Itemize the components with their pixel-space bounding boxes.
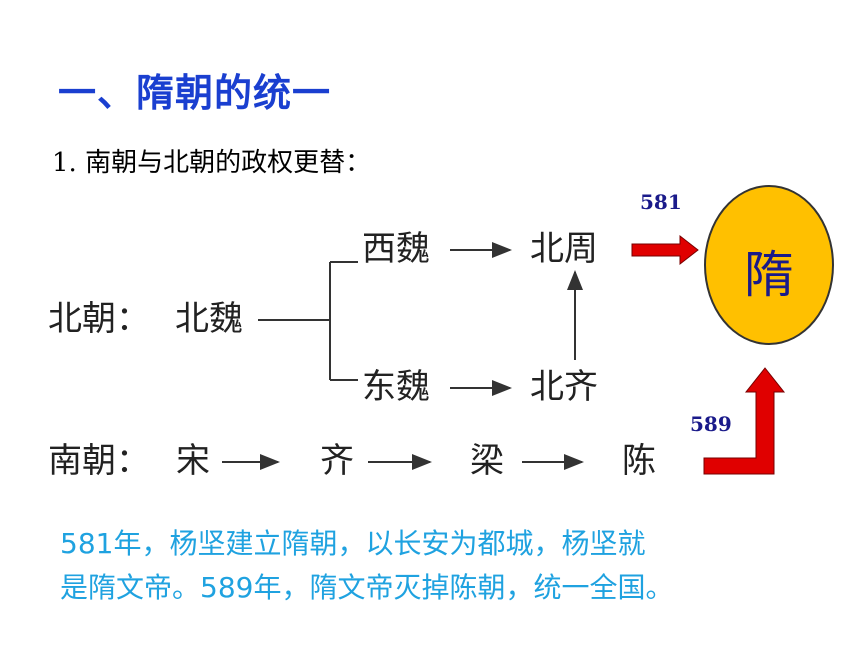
sui-circle: 隋 (704, 185, 834, 345)
node-dongwei: 东魏 (362, 367, 430, 407)
node-chen: 陈 (622, 441, 656, 481)
node-liang: 梁 (470, 441, 504, 481)
southern-label: 南朝： (48, 441, 150, 481)
node-qi: 齐 (320, 441, 354, 481)
node-beiwei: 北魏 (175, 299, 243, 339)
node-beiqi: 北齐 (530, 367, 598, 407)
subtitle: 1. 南朝与北朝的政权更替： (52, 148, 372, 178)
caption-line-1: 581年，杨坚建立隋朝，以长安为都城，杨坚就 (60, 527, 646, 560)
node-beizhou: 北周 (530, 229, 598, 269)
page-title: 一、隋朝的统一 (58, 71, 332, 115)
caption: 581年，杨坚建立隋朝，以长安为都城，杨坚就 是隋文帝。589年，隋文帝灭掉陈朝… (60, 522, 840, 610)
red-arrow-south (703, 367, 786, 475)
northern-label: 北朝： (48, 299, 150, 339)
red-arrow-north (631, 234, 699, 266)
node-xiwei: 西魏 (362, 229, 430, 269)
node-song: 宋 (176, 441, 210, 481)
year-589: 589 (690, 412, 732, 436)
sui-label: 隋 (744, 246, 794, 304)
caption-line-2: 是隋文帝。589年，隋文帝灭掉陈朝，统一全国。 (60, 571, 674, 604)
year-581: 581 (640, 190, 682, 214)
